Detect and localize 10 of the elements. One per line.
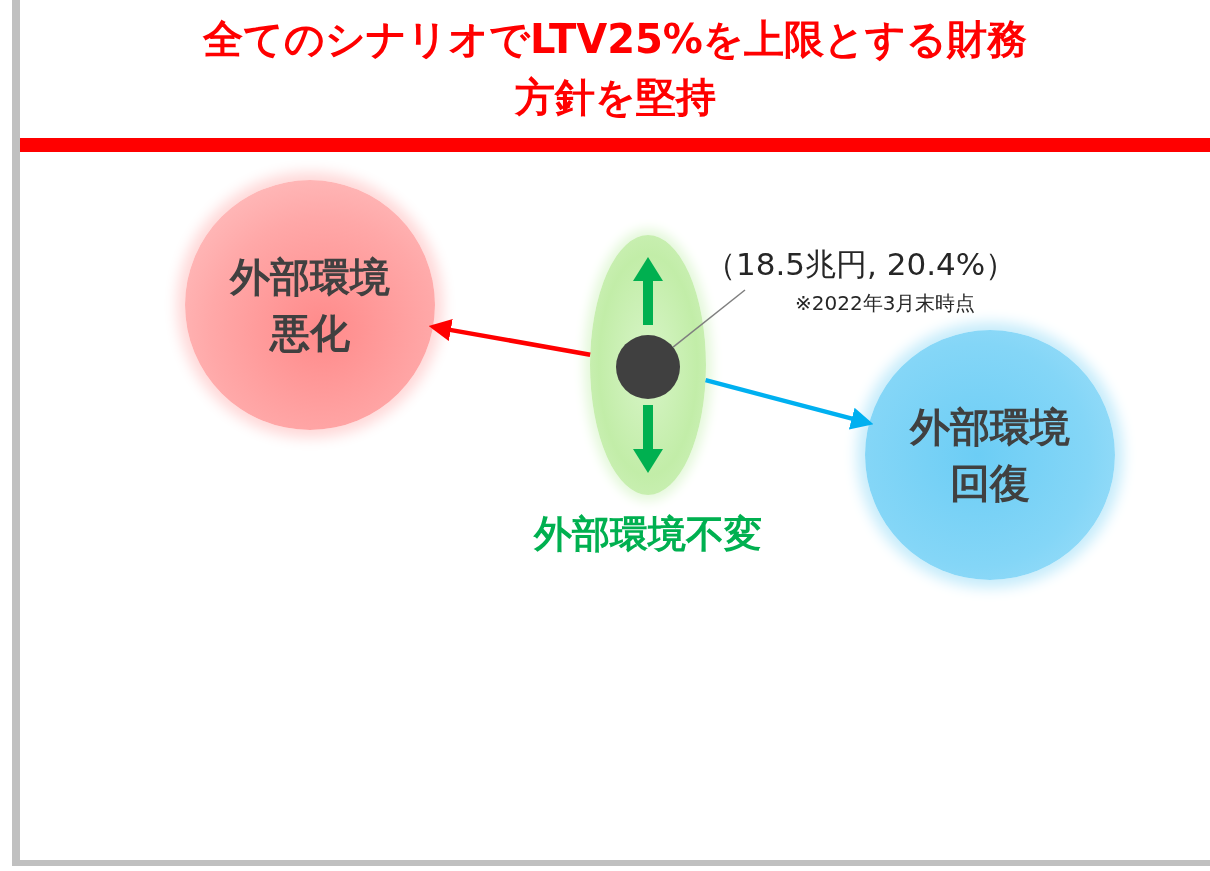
value-label: （18.5兆円, 20.4%） [705, 245, 1018, 284]
title: 全てのシナリオでLTV25%を上限とする財務方針を堅持 [20, 10, 1210, 152]
arrow [428, 318, 591, 357]
scenario-label: 外部環境不変 [532, 511, 763, 558]
scenario-label: 外部環境回復 [908, 403, 1071, 508]
arrow [705, 378, 874, 430]
scenario-circle [865, 330, 1115, 580]
scenario-label: 外部環境悪化 [228, 253, 391, 358]
date-note: ※2022年3月末時点 [795, 290, 976, 317]
leader-line [672, 289, 746, 348]
